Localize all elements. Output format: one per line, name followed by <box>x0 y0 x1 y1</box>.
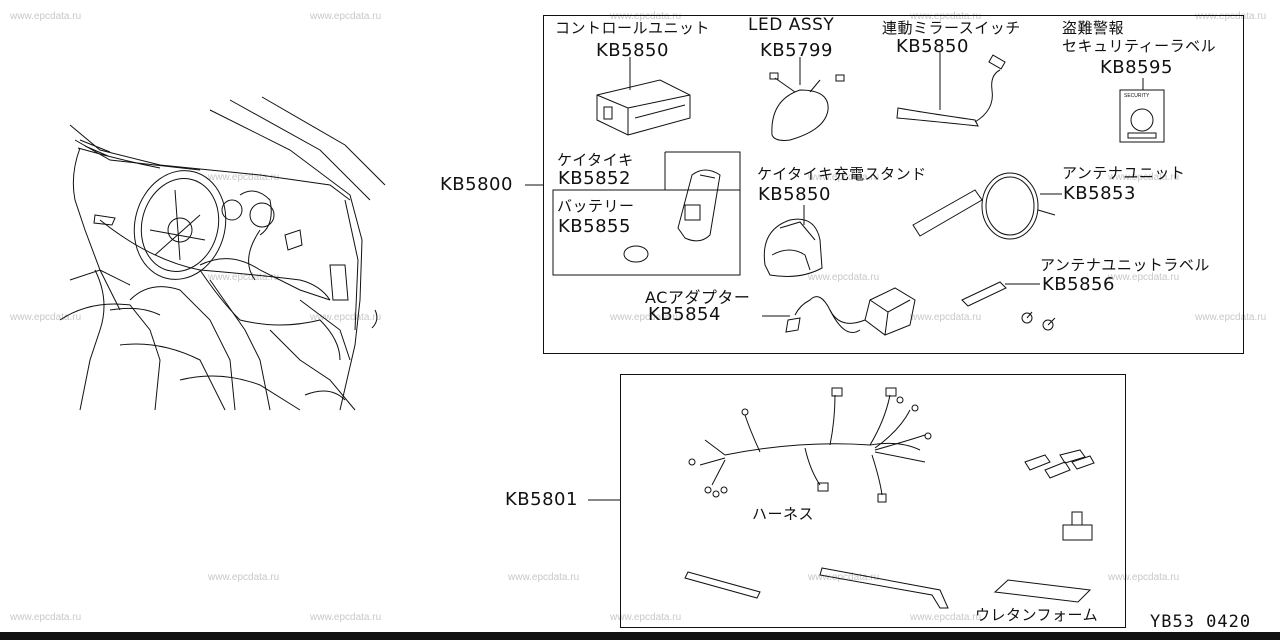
mirror-switch-code: KB5850 <box>896 36 969 57</box>
urethane-foam-name: ウレタンフォーム <box>975 606 1099 624</box>
watermark: www.epcdata.ru <box>808 272 880 283</box>
watermark: www.epcdata.ru <box>208 172 280 183</box>
dashboard-illustration <box>59 96 386 411</box>
watermark: www.epcdata.ru <box>1195 11 1267 22</box>
group-code-harness-kit: KB5801 <box>505 489 578 510</box>
harness-kit-box <box>620 374 1126 628</box>
charger-stand-name: ケイタイキ充電スタンド <box>757 165 927 183</box>
antenna-unit-illustration <box>912 172 1056 240</box>
led-assy-code: KB5799 <box>760 40 833 61</box>
main-parts-box <box>543 15 1244 354</box>
antenna-unit-code: KB5853 <box>1063 183 1136 204</box>
screws-illustration <box>1021 311 1056 331</box>
group-code-main: KB5800 <box>440 174 513 195</box>
battery-illustration <box>623 245 649 263</box>
watermark: www.epcdata.ru <box>910 312 982 323</box>
battery-name: バッテリー <box>557 197 635 215</box>
mirror-switch-illustration <box>896 54 1006 127</box>
led-illustration <box>769 72 845 141</box>
watermark: www.epcdata.ru <box>1108 572 1180 583</box>
watermark: www.epcdata.ru <box>1108 272 1180 283</box>
watermark: www.epcdata.ru <box>310 612 382 623</box>
control-unit-code: KB5850 <box>596 40 669 61</box>
watermark: www.epcdata.ru <box>10 312 82 323</box>
charger-stand-code: KB5850 <box>758 184 831 205</box>
led-assy-name: LED ASSY <box>748 15 835 35</box>
watermark: www.epcdata.ru <box>808 572 880 583</box>
urethane-foam-illustration <box>993 579 1092 603</box>
keitaiki-name: ケイタイキ <box>557 151 634 169</box>
security-label-name-line2: セキュリティーラベル <box>1062 37 1217 55</box>
security-label-sticker-text: SECURITY <box>1124 93 1150 99</box>
security-label-name-line1: 盗難警報 <box>1062 19 1125 37</box>
security-label-code: KB8595 <box>1100 57 1173 78</box>
keitaiki-illustration <box>677 169 721 242</box>
harness-name: ハーネス <box>752 505 815 523</box>
watermark: www.epcdata.ru <box>10 612 82 623</box>
tape-illustration <box>1062 511 1093 541</box>
battery-code: KB5855 <box>558 216 631 237</box>
watermark: www.epcdata.ru <box>508 572 580 583</box>
watermark: www.epcdata.ru <box>910 612 982 623</box>
diagram-code: YB53 0420 <box>1150 612 1252 632</box>
mirror-switch-name: 連動ミラースイッチ <box>882 19 1021 37</box>
antenna-label-illustration <box>961 281 1007 307</box>
watermark: www.epcdata.ru <box>910 11 982 22</box>
keitaiki-box-frame <box>665 151 741 275</box>
ac-adapter-illustration <box>785 287 916 336</box>
antenna-label-name: アンテナユニットラベル <box>1040 256 1210 274</box>
watermark: www.epcdata.ru <box>310 312 382 323</box>
watermark: www.epcdata.ru <box>208 272 280 283</box>
charger-stand-illustration <box>763 218 823 277</box>
watermark: www.epcdata.ru <box>10 11 82 22</box>
watermark: www.epcdata.ru <box>1195 312 1267 323</box>
watermark: www.epcdata.ru <box>610 612 682 623</box>
watermark: www.epcdata.ru <box>310 11 382 22</box>
antenna-unit-name: アンテナユニット <box>1062 164 1186 182</box>
ac-adapter-code: KB5854 <box>648 304 721 325</box>
ac-adapter-name: ACアダプター <box>645 288 751 307</box>
watermark: www.epcdata.ru <box>808 172 880 183</box>
control-unit-illustration <box>596 79 691 136</box>
clips-illustration <box>1024 449 1095 479</box>
keitaiki-code: KB5852 <box>558 168 631 189</box>
antenna-label-code: KB5856 <box>1042 274 1115 295</box>
security-label-illustration <box>1119 89 1165 143</box>
cable-tie-illustration <box>684 571 761 599</box>
watermark: www.epcdata.ru <box>610 312 682 323</box>
cable-tie-long-illustration <box>819 567 949 609</box>
watermark: www.epcdata.ru <box>1108 172 1180 183</box>
bottom-border <box>0 632 1280 640</box>
harness-illustration <box>688 387 932 503</box>
watermark: www.epcdata.ru <box>610 11 682 22</box>
control-unit-name: コントロールユニット <box>555 19 711 37</box>
watermark: www.epcdata.ru <box>208 572 280 583</box>
